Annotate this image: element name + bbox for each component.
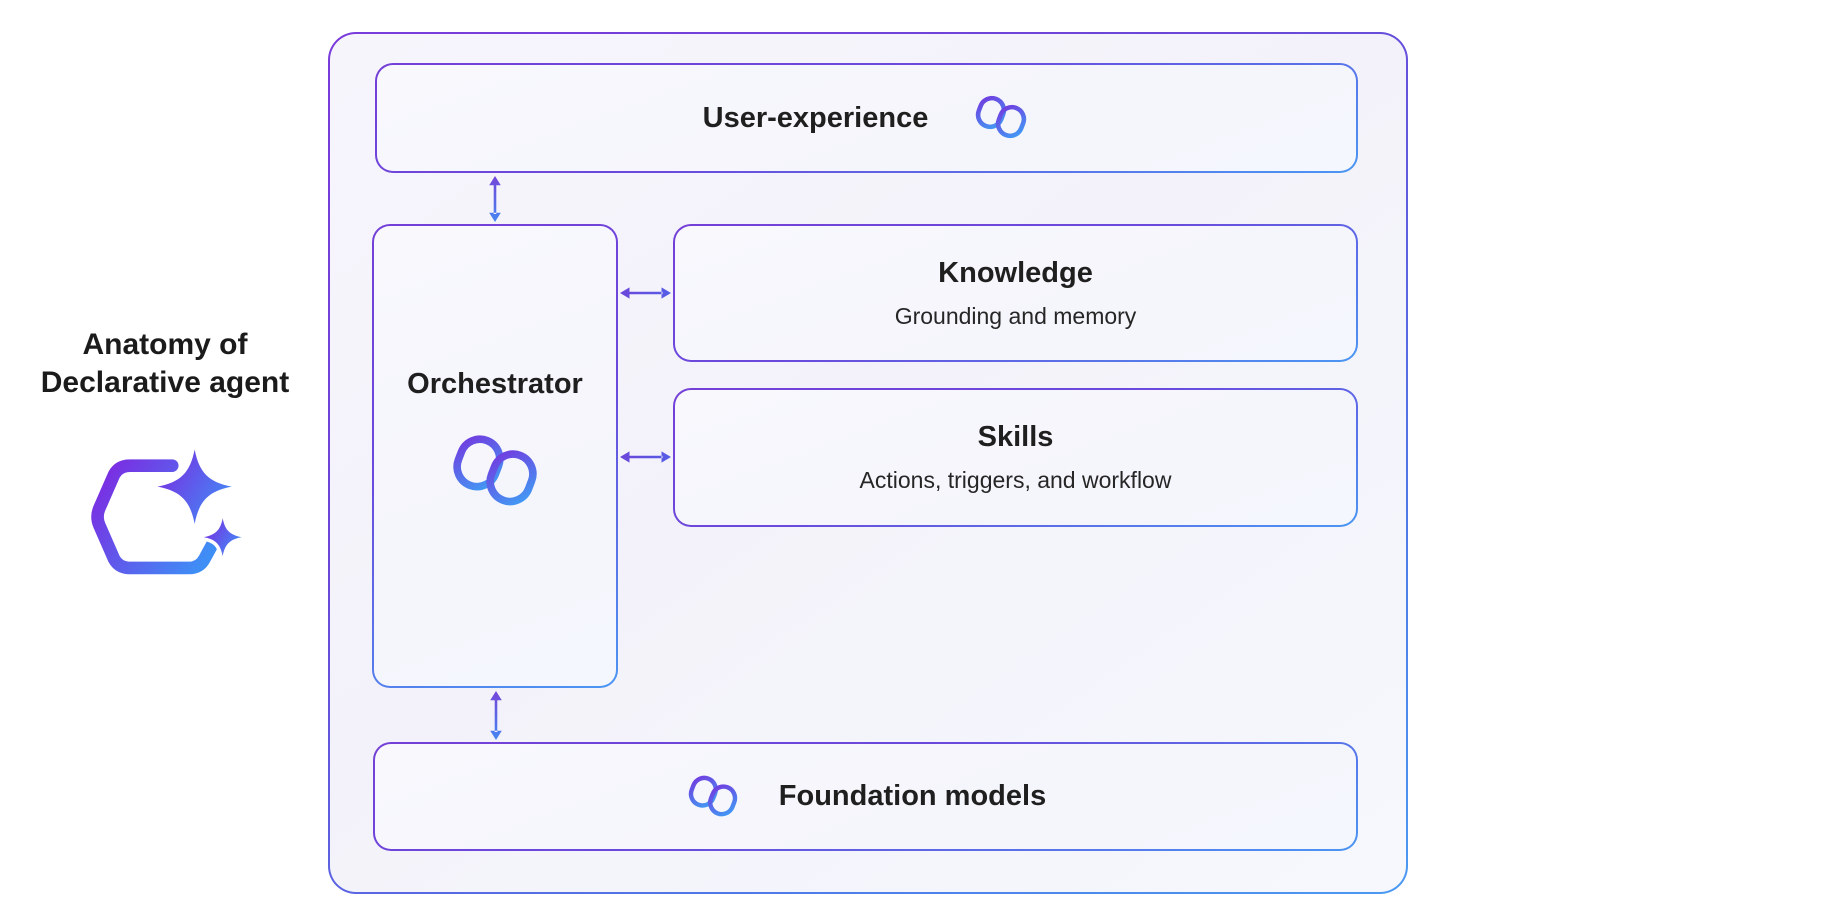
copilot-icon [976,95,1027,139]
arrow-orchestrator-foundation [490,691,502,740]
knowledge-box: Knowledge Grounding and memory [673,224,1358,362]
foundation-models-box: Foundation models [373,742,1358,851]
diagram-caption: Anatomy of Declarative agent [18,326,312,402]
caption-line-2: Declarative agent [40,366,290,399]
skills-subtitle: Actions, triggers, and workflow [859,467,1172,493]
arrow-orchestrator-skills [620,451,671,463]
caption-line-1: Anatomy of [82,328,248,361]
user-experience-title: User-experience [702,101,929,134]
foundation-models-title: Foundation models [778,780,1047,812]
user-experience-box: User-experience [375,63,1358,173]
skills-box: Skills Actions, triggers, and workflow [673,388,1358,527]
knowledge-subtitle: Grounding and memory [894,302,1137,329]
copilot-icon [688,775,738,816]
knowledge-title: Knowledge [938,256,1093,289]
orchestrator-box: Orchestrator [372,224,618,688]
copilot-icon [453,435,537,506]
declarative-agent-icon [91,448,243,575]
orchestrator-title: Orchestrator [407,368,583,400]
skills-title: Skills [977,421,1054,453]
arrow-ux-orchestrator [489,176,501,222]
arrow-orchestrator-knowledge [620,287,671,299]
